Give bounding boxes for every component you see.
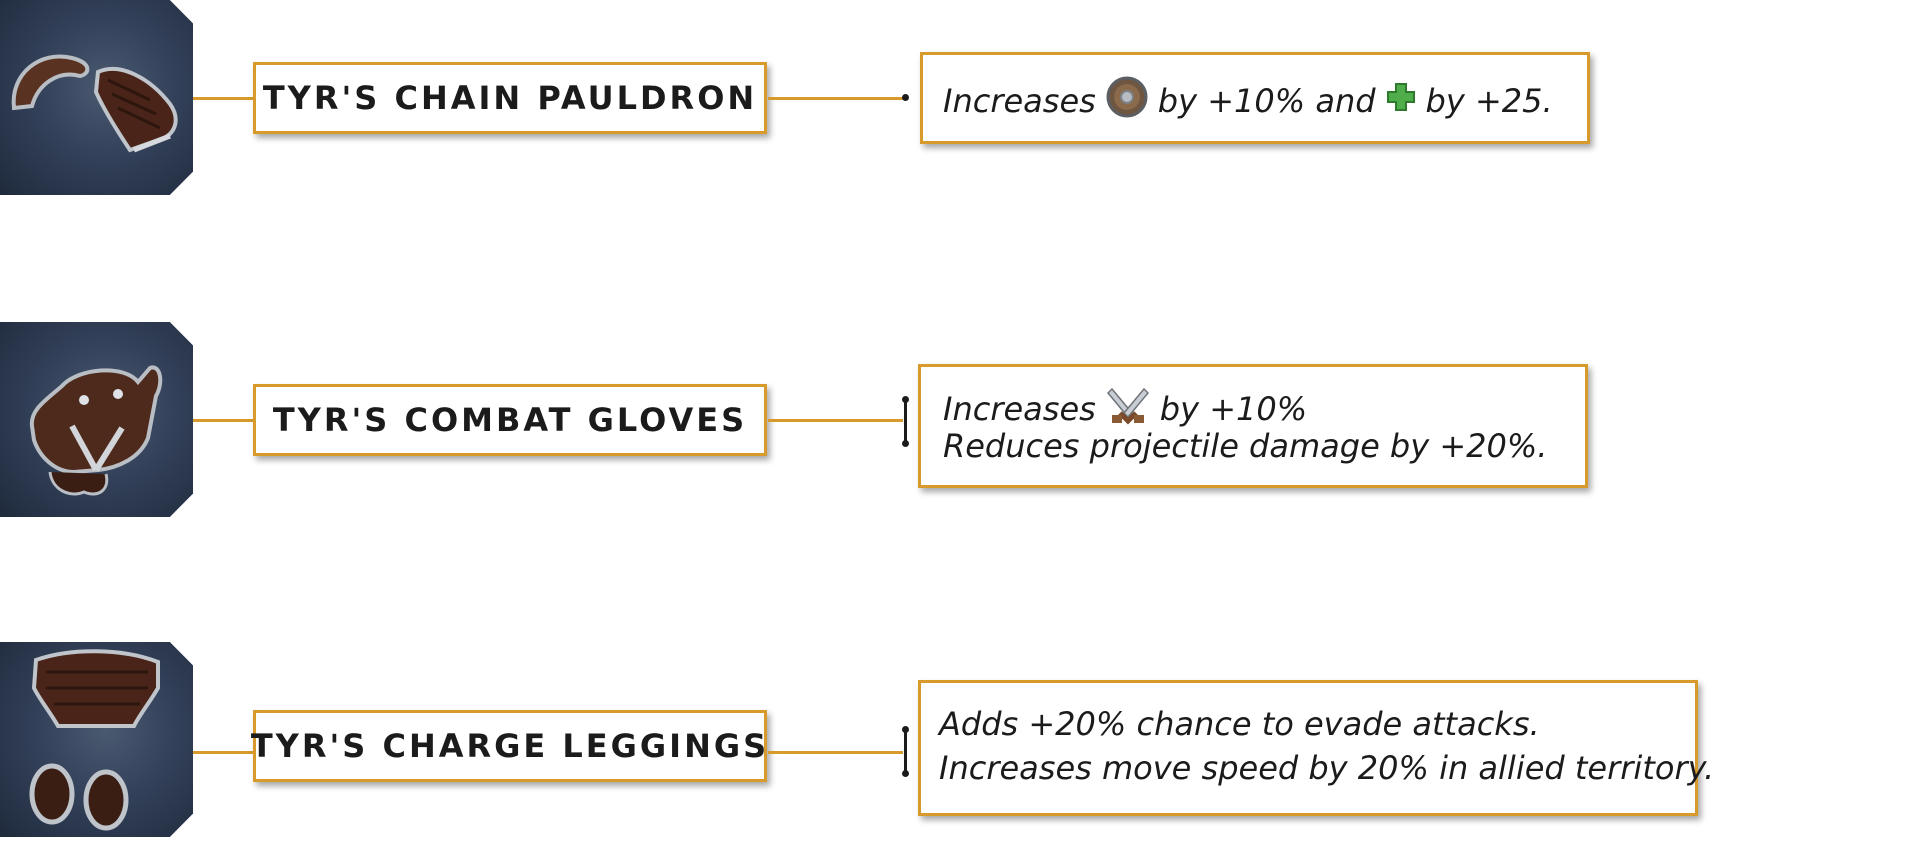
connector-middle xyxy=(768,751,903,754)
effect-text: Increases xyxy=(943,82,1096,120)
connector-middle xyxy=(768,97,903,100)
item-thumbnail-gloves xyxy=(0,322,193,517)
item-thumbnail-leggings xyxy=(0,642,193,837)
crossed-swords-icon xyxy=(1106,385,1150,433)
bracket-line xyxy=(904,730,907,774)
shield-icon xyxy=(1106,76,1148,126)
connector-left xyxy=(193,751,255,754)
effect-line: Increases by +10% and by +25. xyxy=(943,76,1553,126)
effect-text: by +25. xyxy=(1425,82,1553,120)
effect-text: by +10% and xyxy=(1157,82,1376,120)
bullet xyxy=(902,440,909,447)
item-description-box: Increases by +10% Reduces projectile dam… xyxy=(918,364,1588,488)
item-row-pauldron: TYR'S CHAIN PAULDRON Increases by +10% a… xyxy=(0,0,1920,200)
pauldron-icon xyxy=(11,54,178,153)
bullet xyxy=(902,94,909,101)
item-row-gloves: TYR'S COMBAT GLOVES Increases by +10% Re… xyxy=(0,322,1920,522)
bullet xyxy=(902,770,909,777)
item-description-box: Adds +20% chance to evade attacks. Incre… xyxy=(918,680,1714,816)
item-thumbnail-pauldron xyxy=(0,0,193,195)
item-description-box: Increases by +10% and by +25. xyxy=(920,52,1590,144)
bracket-line xyxy=(904,400,907,444)
bullet xyxy=(902,726,909,733)
effect-line: Adds +20% chance to evade attacks. xyxy=(939,705,1540,743)
item-name: TYR'S COMBAT GLOVES xyxy=(272,401,748,439)
health-cross-icon xyxy=(1386,82,1416,120)
connector-left xyxy=(193,419,255,422)
connector-middle xyxy=(768,419,903,422)
item-name: TYR'S CHARGE LEGGINGS xyxy=(250,727,770,765)
item-name-box: TYR'S CHAIN PAULDRON xyxy=(253,62,767,134)
effect-text: Increases xyxy=(943,390,1096,428)
effect-line: Increases by +10% xyxy=(943,385,1307,433)
gloves-icon xyxy=(29,365,163,496)
connector-left xyxy=(193,97,255,100)
bullet xyxy=(902,396,909,403)
item-name: TYR'S CHAIN PAULDRON xyxy=(262,79,758,117)
effect-line: Increases move speed by 20% in allied te… xyxy=(939,749,1715,787)
effect-text: by +10% xyxy=(1159,390,1308,428)
item-row-leggings: TYR'S CHARGE LEGGINGS Adds +20% chance t… xyxy=(0,642,1920,842)
item-name-box: TYR'S CHARGE LEGGINGS xyxy=(250,710,770,782)
leggings-icon xyxy=(29,649,160,831)
effect-line: Reduces projectile damage by +20%. xyxy=(943,427,1548,465)
item-name-box: TYR'S COMBAT GLOVES xyxy=(253,384,767,456)
